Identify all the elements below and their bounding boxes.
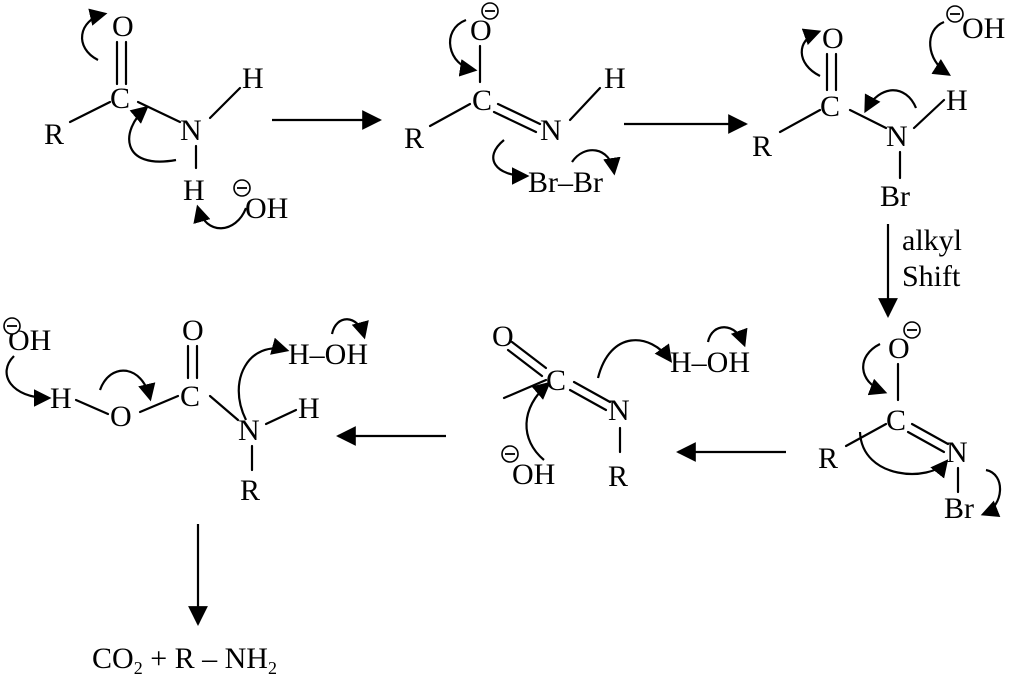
curved-arrow (862, 343, 888, 396)
structure-amide: O C R N H H OH (44, 8, 288, 230)
products: CO2 + R – NH2 (92, 642, 277, 678)
atom-br: Br (880, 180, 910, 213)
water-molecule: H–OH (288, 338, 368, 371)
atom-c: C (180, 380, 200, 413)
bond (428, 102, 472, 128)
curved-arrow (858, 431, 949, 479)
atom-h: H (242, 62, 264, 95)
atom-h: H (50, 382, 72, 415)
bond (506, 348, 544, 378)
bond (208, 86, 242, 120)
atom-h: H (298, 392, 320, 425)
atom-c: C (886, 404, 906, 437)
atom-h: H (604, 62, 626, 95)
atom-o: O (182, 314, 204, 347)
atom-r: R (404, 122, 424, 155)
atom-c: C (820, 90, 840, 123)
bond (136, 100, 182, 124)
negative-charge (233, 179, 251, 197)
negative-charge (481, 2, 499, 20)
atom-h: H (946, 84, 968, 117)
bond (74, 398, 110, 416)
curved-arrow (800, 28, 822, 77)
curved-arrow (193, 204, 248, 230)
atom-br: Br (944, 492, 974, 525)
atom-r: R (608, 460, 628, 493)
atom-n: N (886, 120, 908, 153)
structure-n-bromoamide: O C R N H Br OH (752, 5, 1005, 213)
atom-o: O (888, 332, 910, 365)
bromine-molecule: Br–Br (528, 166, 603, 199)
atom-n: N (180, 114, 202, 147)
atom-o: O (492, 320, 514, 353)
curved-arrow (571, 149, 621, 176)
curved-arrow (237, 337, 290, 421)
curved-arrow (980, 468, 1002, 517)
atom-n: N (238, 414, 260, 447)
bond (496, 102, 542, 126)
structure-carbamic-acid: OH H O C O N H R H–OH (3, 314, 369, 507)
structure-anion: O C R N H Br–Br (404, 2, 626, 199)
bond (502, 378, 548, 400)
bond (264, 408, 298, 426)
bond (848, 108, 888, 130)
bond (68, 100, 112, 124)
structure-bromoamide-anion: O C R N Br (818, 321, 1002, 525)
curved-arrow (330, 318, 369, 340)
atom-oh: OH (962, 12, 1005, 45)
curved-arrow (492, 139, 530, 185)
atom-r: R (240, 474, 260, 507)
bond (910, 422, 950, 446)
curved-arrow (5, 355, 52, 407)
structure-isocyanate: O C N R OH H–OH (492, 320, 750, 493)
bond (778, 108, 822, 134)
water-molecule: H–OH (670, 346, 750, 379)
atom-o: O (110, 400, 132, 433)
negative-charge (501, 445, 519, 463)
atom-c: C (546, 364, 566, 397)
bond (906, 430, 946, 454)
bond (568, 86, 602, 122)
curved-arrow (81, 8, 108, 61)
atom-n: N (946, 436, 968, 469)
bond (912, 98, 946, 130)
curved-arrow (929, 20, 951, 76)
negative-charge (903, 321, 921, 339)
bond (208, 394, 240, 422)
curved-arrow (448, 18, 478, 77)
atom-h: H (183, 174, 205, 207)
bond (492, 110, 538, 134)
curved-arrow (706, 326, 748, 348)
products-formula: CO2 + R – NH2 (92, 642, 277, 678)
atom-r: R (752, 130, 772, 163)
curved-arrow (128, 105, 177, 163)
atom-r: R (44, 118, 64, 151)
bond (844, 422, 888, 448)
atom-n: N (608, 394, 630, 427)
bond (572, 380, 612, 404)
bond (568, 388, 608, 412)
bond (138, 394, 180, 414)
atom-oh: OH (512, 458, 555, 491)
curved-arrow (98, 369, 156, 402)
curved-arrow (525, 381, 551, 461)
step-label-shift: Shift (902, 260, 961, 293)
negative-charge (946, 5, 964, 23)
negative-charge (3, 317, 21, 335)
atom-o: O (112, 10, 134, 43)
bond (510, 340, 548, 370)
curved-arrow (596, 339, 673, 379)
atom-o: O (470, 14, 492, 47)
atom-c: C (472, 84, 492, 117)
curved-arrow (864, 89, 918, 114)
step-label-alkyl: alkyl (902, 224, 962, 257)
atom-r: R (818, 442, 838, 475)
atom-n: N (540, 114, 562, 147)
atom-oh: OH (245, 192, 288, 225)
atom-o: O (822, 22, 844, 55)
atom-c: C (110, 82, 130, 115)
